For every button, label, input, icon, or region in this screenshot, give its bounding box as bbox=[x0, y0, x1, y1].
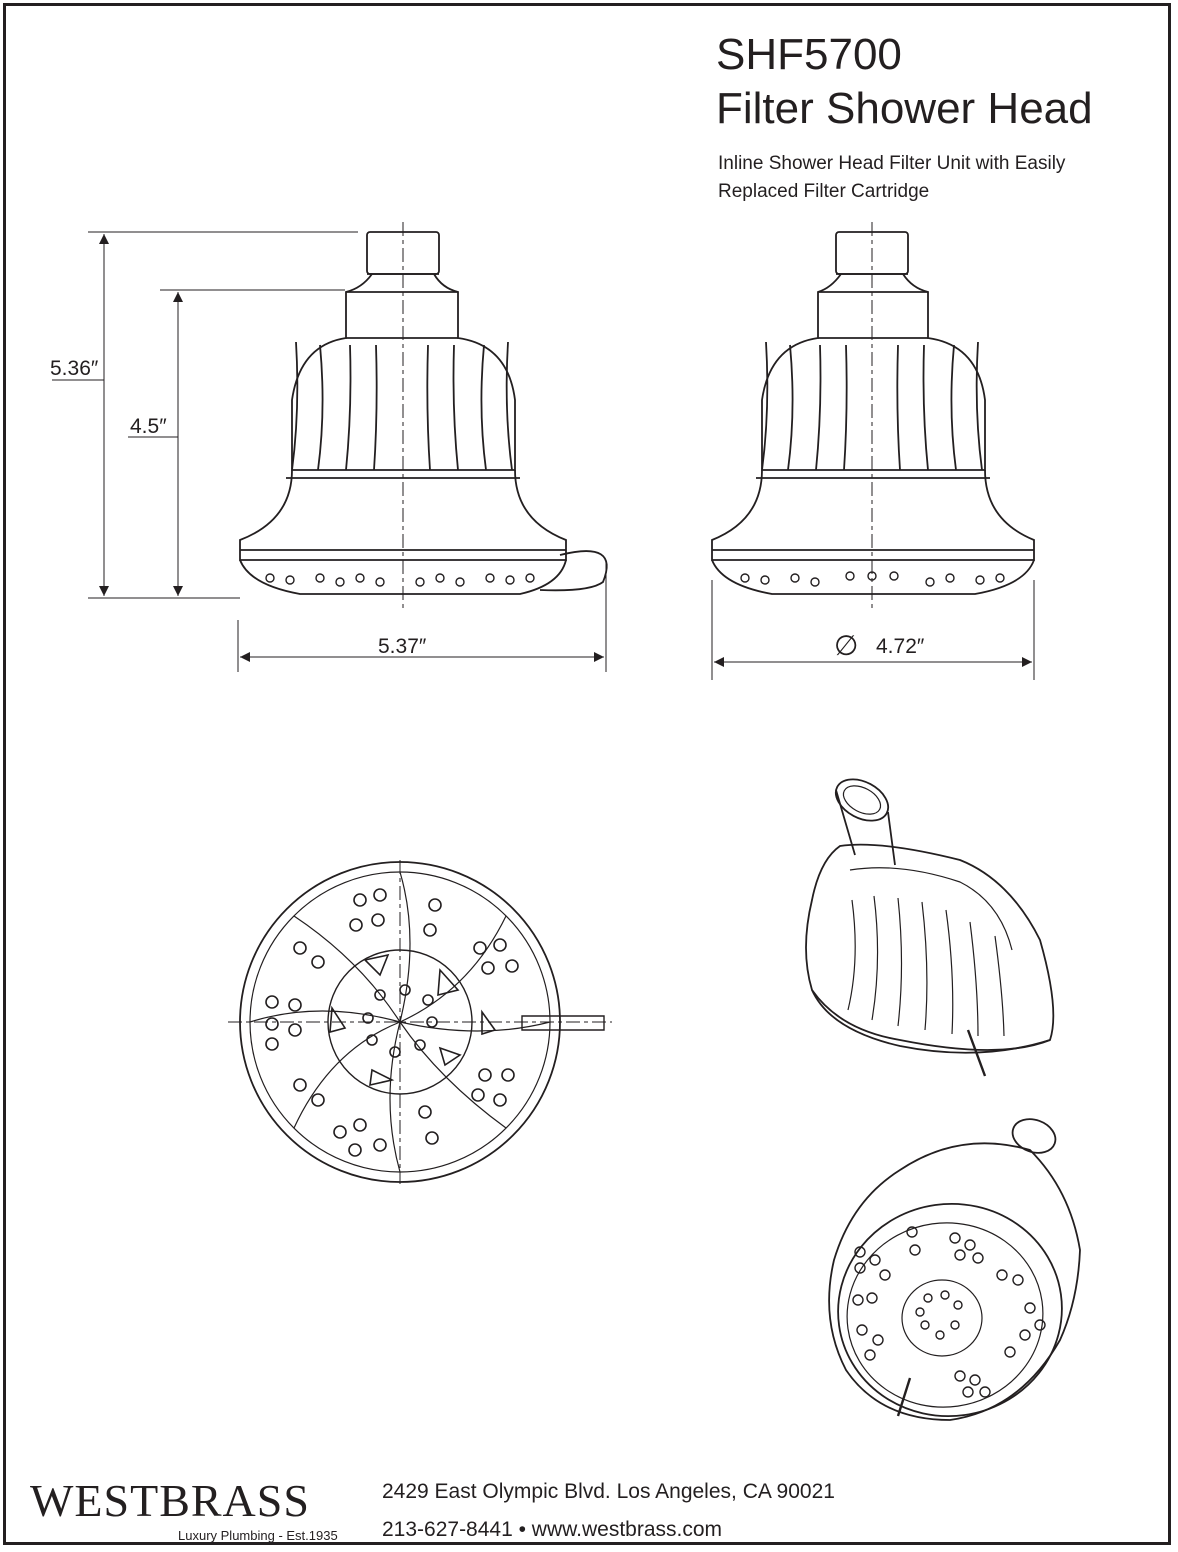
overall-height-label: 5.36″ bbox=[50, 357, 99, 380]
brand-tagline: Luxury Plumbing - Est.1935 bbox=[178, 1528, 338, 1543]
width-label: 5.37″ bbox=[378, 635, 427, 658]
body-height-label: 4.5″ bbox=[130, 415, 167, 438]
face-view bbox=[228, 860, 612, 1184]
page-border bbox=[3, 3, 1171, 1545]
product-name: Filter Shower Head bbox=[716, 84, 1093, 133]
height-dimension-lines bbox=[52, 231, 358, 599]
product-description: Inline Shower Head Filter Unit with Easi… bbox=[718, 150, 1065, 206]
isometric-view-top bbox=[805, 778, 1055, 1077]
diameter-label: 4.72″ bbox=[876, 635, 925, 658]
side-view-with-lever bbox=[239, 222, 608, 610]
side-view-round bbox=[711, 222, 1035, 612]
description-line-2: Replaced Filter Cartridge bbox=[718, 181, 930, 202]
width-dimension-lines bbox=[237, 560, 1035, 680]
isometric-view-bottom bbox=[828, 1118, 1081, 1421]
company-address: 2429 East Olympic Blvd. Los Angeles, CA … bbox=[382, 1480, 835, 1503]
model-number: SHF5700 bbox=[716, 30, 902, 79]
brand-logo: WESTBRASS bbox=[30, 1475, 310, 1526]
company-contact: 213-627-8441 • www.westbrass.com bbox=[382, 1518, 723, 1541]
description-line-1: Inline Shower Head Filter Unit with Easi… bbox=[718, 153, 1066, 174]
diameter-symbol: ∅ bbox=[834, 630, 859, 661]
